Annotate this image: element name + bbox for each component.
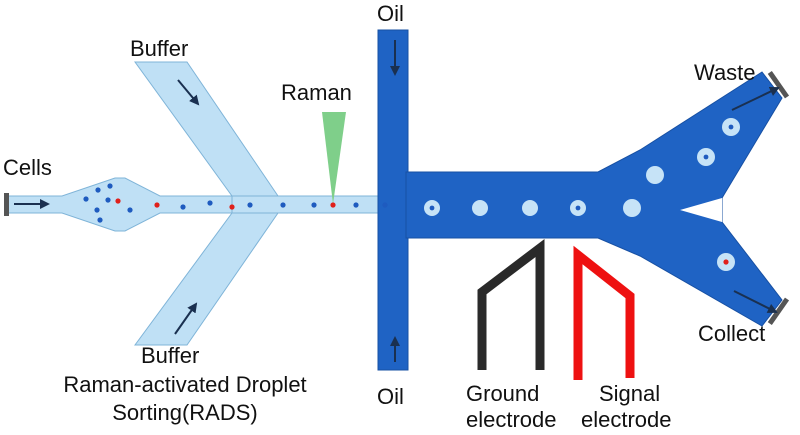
droplet: [472, 200, 488, 216]
buffer-top-flow-arrow: [177, 79, 200, 106]
cell-dot: [107, 183, 113, 189]
cell-dot: [180, 204, 186, 210]
waste-outlet-cap: [767, 70, 790, 99]
signal-electrode-label-line2: electrode: [581, 407, 672, 432]
cell-dot: [353, 202, 359, 208]
cell-dot: [127, 207, 133, 213]
cell-dot: [97, 217, 103, 223]
droplet-core: [575, 205, 581, 211]
raman-beam: [322, 112, 346, 204]
cell-dot: [207, 200, 213, 206]
cell-dot: [280, 202, 286, 208]
buffer-bottom-channel: [134, 212, 279, 346]
cell-dot: [94, 207, 100, 213]
diagram-title-line1: Raman-activated Droplet: [63, 372, 307, 397]
cells-group: [83, 183, 388, 223]
collect-flow-arrow: [733, 290, 778, 313]
droplets-group: [424, 118, 740, 271]
collect-label: Collect: [698, 321, 766, 346]
droplet-core: [703, 154, 709, 160]
oil-channel-network: [377, 29, 790, 371]
target-cell-dot: [115, 198, 121, 204]
cell-dot: [95, 187, 101, 193]
cell-dot: [247, 202, 253, 208]
cell-dot: [105, 197, 111, 203]
waste-flow-arrow: [731, 86, 780, 111]
cell-dot: [311, 202, 317, 208]
cells-inlet-cap: [4, 193, 9, 216]
raman-label: Raman: [281, 80, 352, 105]
target-cell-dot: [154, 202, 160, 208]
droplet: [623, 199, 641, 217]
oil-bottom-label: Oil: [377, 384, 404, 409]
oil-top-label: Oil: [377, 1, 404, 26]
oil-vertical-channel: [377, 29, 409, 371]
target-cell-dot: [229, 204, 235, 210]
ground-electrode-label-line1: Ground: [466, 381, 540, 406]
buffer-top-label: Buffer: [130, 36, 189, 61]
sorting-channel: [405, 71, 783, 327]
cell-dot: [382, 202, 388, 208]
ground-electrode-label-line2: electrode: [466, 407, 557, 432]
buffer-bottom-label: Buffer: [141, 343, 200, 368]
flow-arrows: [14, 40, 780, 362]
splitter-notch: [680, 198, 722, 222]
droplet: [522, 200, 538, 216]
waste-label: Waste: [694, 60, 756, 85]
diagram-title-line2: Sorting(RADS): [112, 400, 258, 425]
cells-label: Cells: [3, 155, 52, 180]
droplet-core: [728, 124, 734, 130]
signal-electrode: [573, 245, 635, 380]
droplet: [646, 166, 664, 184]
target-cell-dot: [330, 202, 336, 208]
ground-electrode: [477, 238, 545, 370]
droplet-core: [429, 205, 435, 211]
target-droplet-core: [723, 259, 729, 265]
collect-outlet-cap: [767, 297, 790, 326]
signal-electrode-label-line1: Signal: [599, 381, 661, 406]
cell-dot: [83, 196, 89, 202]
buffer-top-channel: [134, 61, 279, 197]
buffer-bottom-flow-arrow: [174, 302, 198, 335]
